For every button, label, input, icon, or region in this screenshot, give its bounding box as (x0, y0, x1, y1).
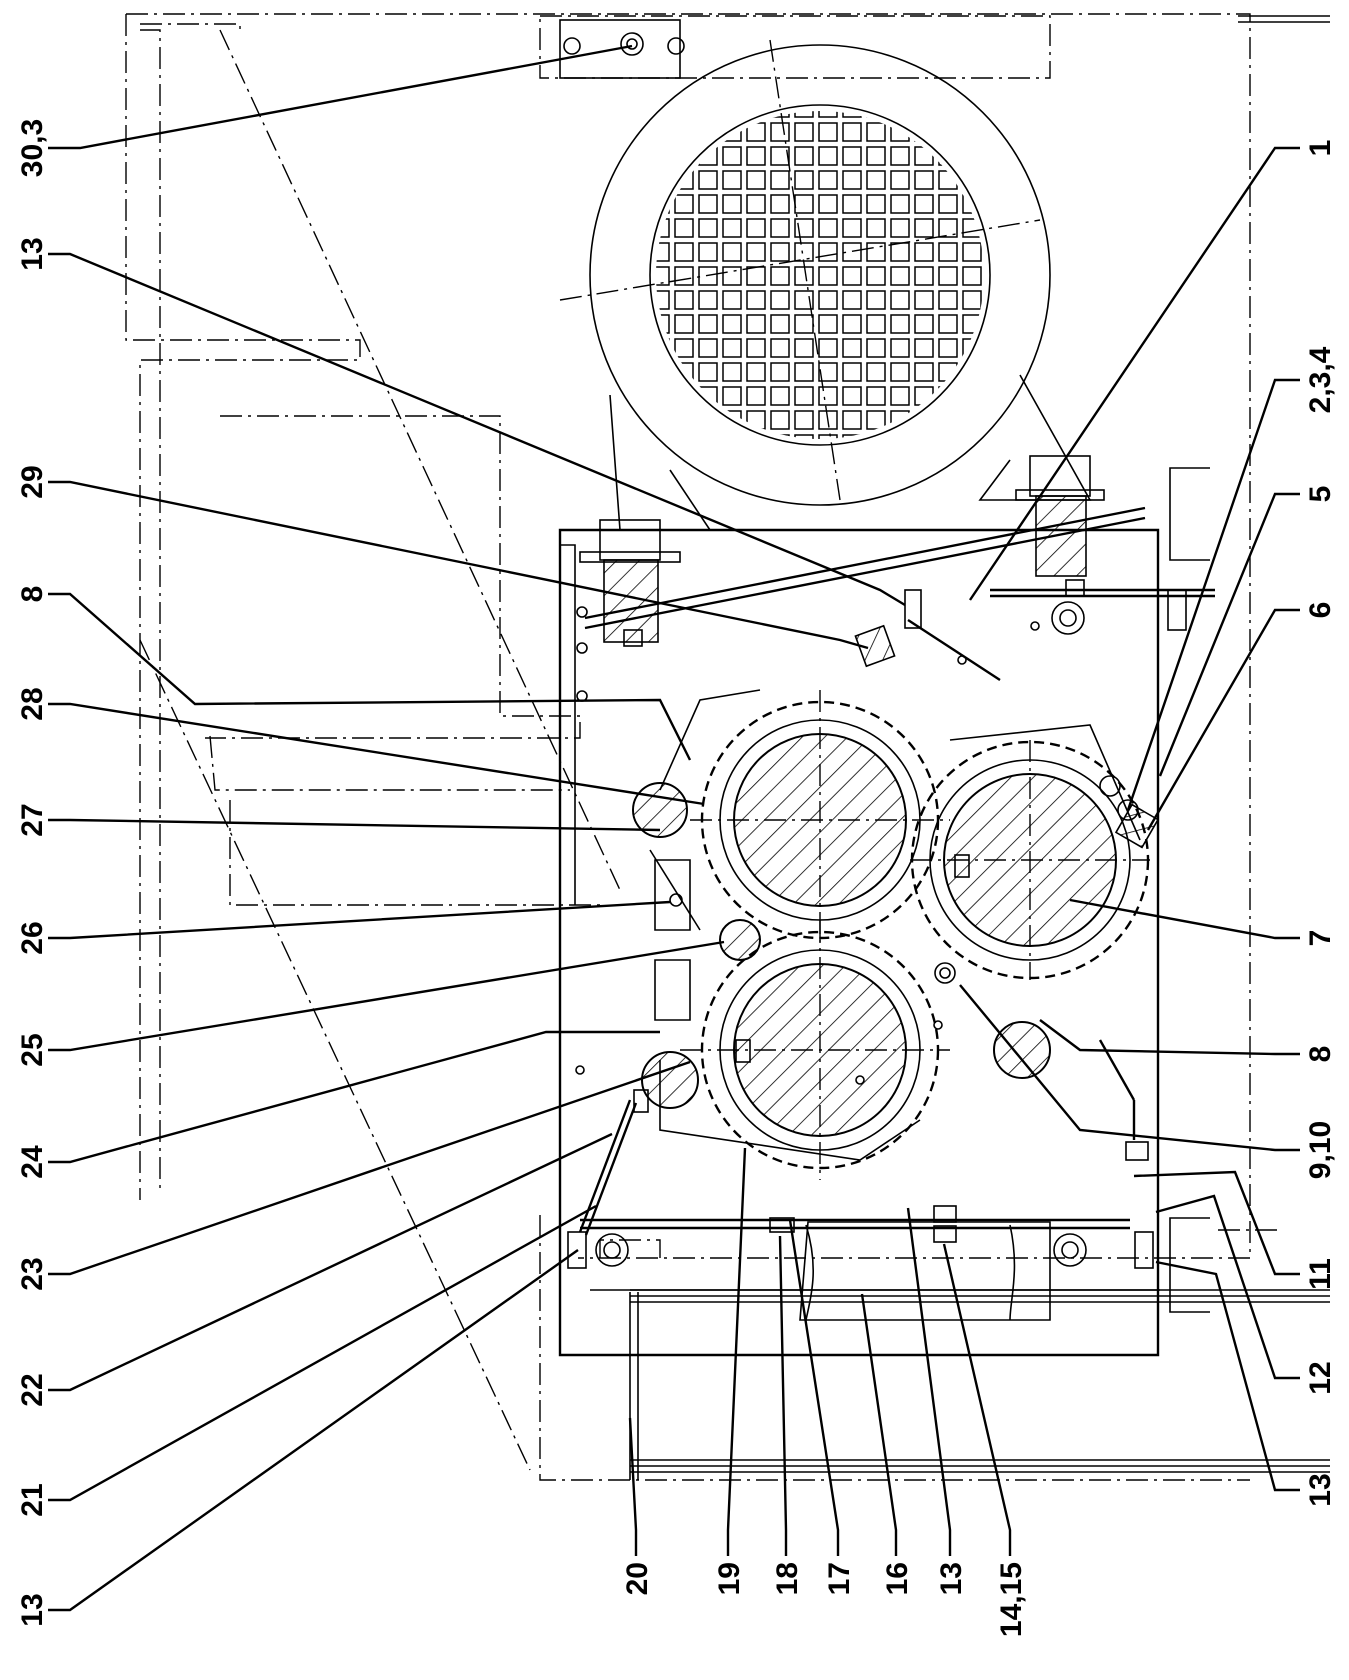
callout-13-top: 13 (16, 237, 49, 270)
base-plate (558, 528, 1160, 1357)
callout-18: 18 (771, 1562, 804, 1595)
callout-11: 11 (1304, 1258, 1337, 1290)
callout-1: 1 (1304, 140, 1337, 157)
callout-28: 28 (16, 687, 49, 720)
callout-13-bottom: 13 (935, 1562, 968, 1595)
callout-30-3: 30,3 (16, 119, 49, 177)
callout-9-10: 9,10 (1304, 1121, 1337, 1179)
callout-14-15: 14,15 (995, 1562, 1028, 1637)
callout-27: 27 (16, 803, 49, 836)
callout-19: 19 (713, 1562, 746, 1595)
callout-23: 23 (16, 1257, 49, 1290)
callout-29: 29 (16, 465, 49, 498)
callout-12: 12 (1304, 1361, 1337, 1394)
callout-17: 17 (823, 1562, 856, 1595)
motor (559, 19, 1092, 531)
callouts-bottom: 20 19 18 17 16 13 14,15 (621, 1562, 1028, 1637)
callout-2-3-4: 2,3,4 (1304, 346, 1337, 413)
callout-13-bottom-left: 13 (16, 1593, 49, 1626)
callout-26: 26 (16, 921, 49, 954)
motor-mount-bracket (559, 19, 681, 79)
callouts-left: 30,3 13 29 8 28 27 26 25 24 23 22 21 13 (16, 119, 49, 1627)
gear-bottom (659, 920, 950, 1180)
callout-8-left: 8 (16, 586, 49, 603)
callout-21: 21 (16, 1483, 49, 1516)
leader-lines (48, 44, 1300, 1612)
fan-grille (656, 111, 984, 439)
callout-20: 20 (621, 1562, 654, 1595)
callout-7: 7 (1304, 930, 1337, 947)
callout-6: 6 (1304, 602, 1337, 619)
callout-16: 16 (881, 1562, 914, 1595)
callouts-right: 1 2,3,4 5 6 7 8 9,10 11 12 13 (1304, 140, 1337, 1507)
callout-22: 22 (16, 1373, 49, 1406)
callout-8-right: 8 (1304, 1046, 1337, 1063)
callout-5: 5 (1304, 486, 1337, 503)
rollers (632, 624, 1160, 1109)
bottom-assembly (567, 1205, 1160, 1321)
callout-24: 24 (16, 1145, 49, 1179)
gear-right (910, 724, 1150, 980)
callout-25: 25 (16, 1033, 49, 1066)
callout-13-right: 13 (1304, 1473, 1337, 1506)
gear-top (649, 689, 950, 950)
